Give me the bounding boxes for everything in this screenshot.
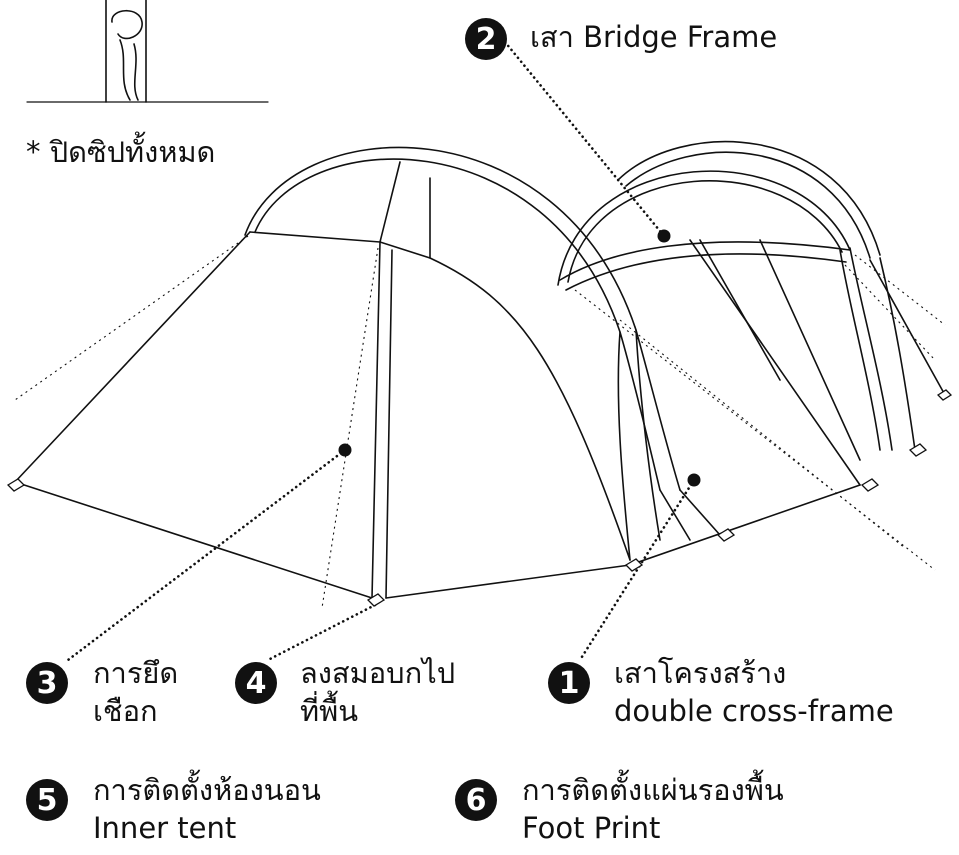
callout-2-badge: 2 — [465, 18, 507, 60]
stakes — [6, 389, 953, 607]
callout-1-line1: เสาโครงสร้าง — [614, 656, 787, 690]
leader-dots — [338, 229, 701, 487]
callout-5-line2: Inner tent — [93, 811, 237, 845]
callout-1-line2: double cross-frame — [614, 694, 894, 728]
callout-1-badge: 1 — [548, 662, 590, 704]
callout-2-label: เสา Bridge Frame — [530, 20, 778, 54]
callout-6-line1: การติดตั้งแผ่นรองพื้น — [522, 773, 784, 807]
callout-3-label: การยึด เชือก — [93, 654, 178, 730]
callout-5-badge: 5 — [26, 779, 68, 821]
callout-5-label: การติดตั้งห้องนอน Inner tent — [93, 771, 321, 847]
leader-lines — [66, 40, 696, 662]
callout-5-line1: การติดตั้งห้องนอน — [93, 773, 321, 807]
callout-6-label: การติดตั้งแผ่นรองพื้น Foot Print — [522, 771, 784, 847]
callout-3-badge: 3 — [26, 662, 68, 704]
callout-6-badge: 6 — [455, 779, 497, 821]
tent-body — [14, 161, 946, 599]
callout-4-label: ลงสมอบกไป ที่พื้น — [300, 654, 455, 730]
callout-3-line2: เชือก — [93, 694, 158, 728]
callout-4-line2: ที่พื้น — [300, 694, 359, 728]
dot-3 — [338, 443, 352, 457]
guy-lines — [14, 235, 946, 609]
dot-1 — [687, 473, 701, 487]
bridge-frame — [559, 239, 861, 461]
rear-arches — [557, 140, 916, 451]
callout-1-label: เสาโครงสร้าง double cross-frame — [614, 654, 894, 730]
dot-2 — [657, 229, 671, 243]
callout-3-line1: การยึด — [93, 656, 179, 690]
callout-6-line2: Foot Print — [522, 811, 661, 845]
callout-4-badge: 4 — [235, 662, 277, 704]
callout-4-line1: ลงสมอบกไป — [300, 656, 456, 690]
zipper-inset — [26, 0, 269, 103]
close-zipper-note: * ปิดซิปทั้งหมด — [26, 135, 216, 169]
front-arch — [244, 146, 721, 561]
